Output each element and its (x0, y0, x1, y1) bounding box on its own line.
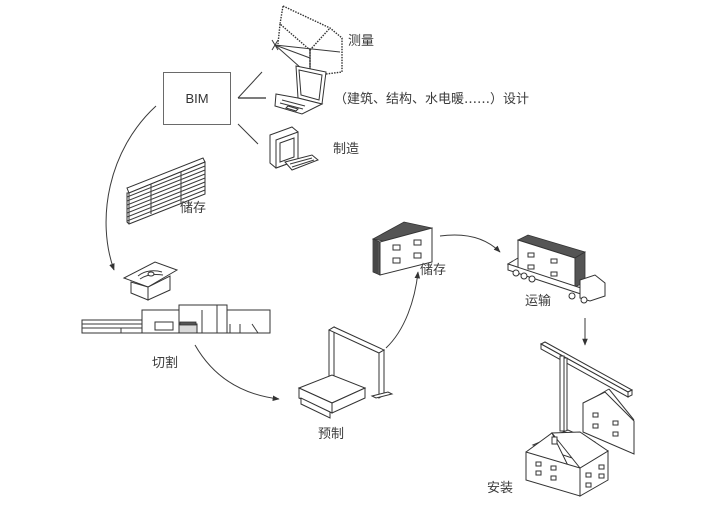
flow-arrow-storage-to-transport (439, 234, 501, 253)
gantry-press-icon (297, 326, 394, 419)
stacked-panels-icon (126, 157, 206, 225)
flow-arrow-prefab-to-storage (385, 271, 421, 349)
cutting-machine-icon (81, 304, 271, 334)
label-transport: 运输 (525, 294, 552, 309)
label-prefab: 预制 (318, 427, 345, 442)
label-design: （建筑、结构、水电暖……）设计 (334, 92, 530, 107)
connector-bim-manufacture (237, 123, 259, 145)
bim-hub-box: BIM (163, 72, 231, 125)
bim-hub-label: BIM (185, 91, 209, 106)
flow-arrow-bim-to-cutting (105, 105, 157, 271)
desktop-computer-icon (269, 126, 319, 171)
connector-bim-survey (237, 71, 263, 99)
label-survey: 测量 (348, 34, 375, 49)
cutting-table-icon (122, 261, 179, 301)
label-storage-panels: 储存 (420, 263, 447, 278)
crane-house-icon (525, 341, 635, 497)
survey-house-icon (271, 4, 343, 77)
laptop-icon (274, 65, 327, 115)
label-storage-raw: 储存 (180, 201, 207, 216)
label-install: 安装 (487, 481, 514, 496)
wall-panels-icon (371, 221, 434, 276)
label-manufacture: 制造 (333, 142, 360, 157)
flow-arrow-cutting-to-prefab (194, 344, 280, 402)
label-cutting: 切割 (152, 356, 179, 371)
truck-icon (506, 234, 606, 304)
